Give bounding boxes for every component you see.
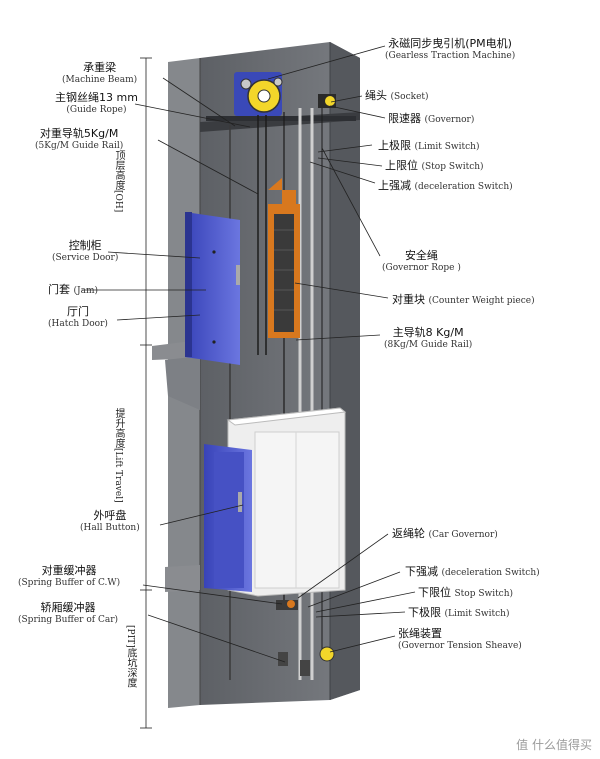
label-counter-weight: 对重块 (Counter Weight piece) xyxy=(392,293,535,307)
label-buffer-cw: 对重缓冲器 (Spring Buffer of C.W) xyxy=(18,564,121,589)
label-main-guide-rail: 主导轨8 Kg/M (8Kg/M Guide Rail) xyxy=(384,326,473,351)
label-decel-switch-bottom: 下强减 (deceleration Switch) xyxy=(405,565,540,579)
label-governor-rope: 安全绳 (Governor Rope ) xyxy=(382,249,461,274)
lower-hatch-door xyxy=(204,444,252,592)
label-traction-machine: 永磁同步曳引机(PM电机) (Gearless Traction Machine… xyxy=(385,37,516,62)
label-stop-switch-top: 上限位 (Stop Switch) xyxy=(385,159,484,173)
label-hall-button: 外呼盘 (Hall Button) xyxy=(80,509,140,534)
label-socket: 绳头 (Socket) xyxy=(365,89,429,103)
lower-landing xyxy=(165,565,200,592)
machine-beam xyxy=(200,112,360,132)
upper-hatch-door xyxy=(185,212,240,365)
label-limit-switch-bottom: 下极限 (Limit Switch) xyxy=(408,606,510,620)
governor xyxy=(318,94,336,108)
label-pit-depth: [PIT]底坑深度 xyxy=(125,625,136,688)
label-jam: 门套 (Jam) xyxy=(48,283,99,297)
counter-weight xyxy=(268,178,300,338)
watermark: 值 什么值得买 xyxy=(516,738,592,752)
label-guide-rope: 主钢丝绳13 mm (Guide Rope) xyxy=(55,91,138,116)
label-governor: 限速器 (Governor) xyxy=(388,112,475,126)
label-hatch-door: 厅门 (Hatch Door) xyxy=(48,305,108,330)
label-decel-switch-top: 上强减 (deceleration Switch) xyxy=(378,179,513,193)
label-car-governor: 返绳轮 (Car Governor) xyxy=(392,527,498,541)
dimension-lines xyxy=(140,57,152,729)
pit-components xyxy=(276,600,335,676)
label-buffer-car: 轿厢缓冲器 (Spring Buffer of Car) xyxy=(18,601,119,626)
label-stop-switch-bottom: 下限位 Stop Switch) xyxy=(418,586,514,600)
traction-machine xyxy=(234,72,283,116)
label-limit-switch-top: 上极限 (Limit Switch) xyxy=(378,139,480,153)
label-cw-guide-rail: 对重导轨5Kg/M (5Kg/M Guide Rail) xyxy=(35,127,124,152)
label-overhead: 顶层高度[OH] xyxy=(113,150,124,213)
label-lift-travel: 提升高度[Lift Travel] xyxy=(113,408,124,503)
label-tension-sheave: 张绳装置 (Governor Tension Sheave) xyxy=(398,627,522,652)
label-service-door: 控制柜 (Service Door) xyxy=(52,239,119,264)
leader-lines xyxy=(82,45,416,663)
elevator-car xyxy=(226,407,347,597)
label-machine-beam: 承重梁 (Machine Beam) xyxy=(62,61,138,86)
